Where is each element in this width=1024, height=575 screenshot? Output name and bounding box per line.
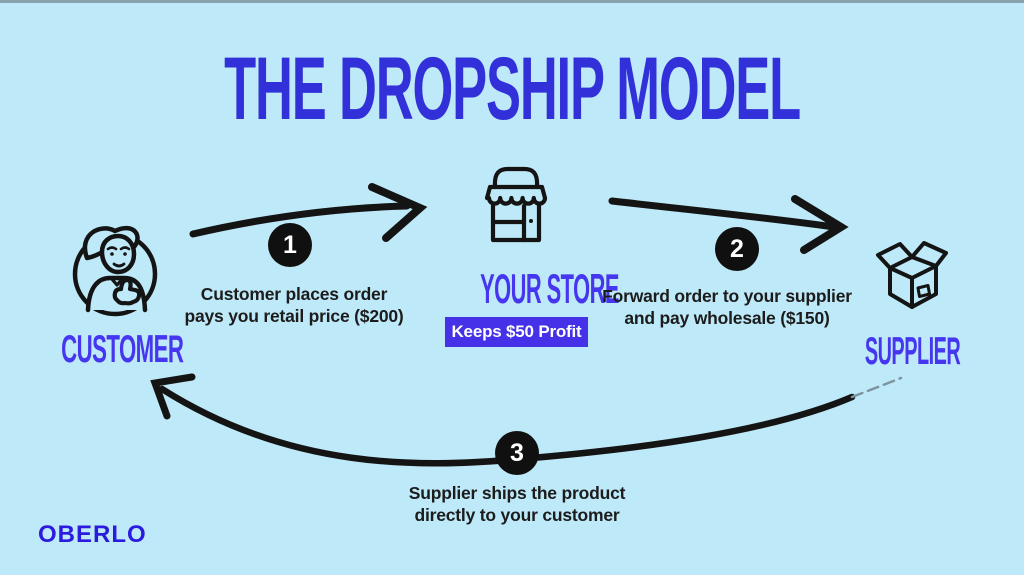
open-box-icon <box>876 241 948 309</box>
step-2-caption-line1: Forward order to your supplier <box>602 286 852 306</box>
profit-badge-text: Keeps $50 Profit <box>451 322 582 341</box>
storefront-icon <box>484 166 548 243</box>
arrow-1-head <box>368 183 428 242</box>
arrow-2-head <box>791 195 849 254</box>
return-arrow-sketch-tail <box>850 376 903 399</box>
customer-label: CUSTOMER <box>15 330 215 369</box>
step-2-caption: Forward order to your supplier and pay w… <box>592 285 862 329</box>
step-3-number: 3 <box>510 438 524 467</box>
arrow-2-shaft <box>608 197 838 231</box>
page-title: THE DROPSHIP MODEL <box>0 44 1024 133</box>
customer-label-text: CUSTOMER <box>61 328 184 371</box>
supplier-label: SUPPLIER <box>813 332 1013 371</box>
step-3-caption: Supplier ships the product directly to y… <box>387 482 647 526</box>
arrow-1-shaft <box>189 202 411 238</box>
step-2-number: 2 <box>730 234 744 263</box>
step-1-caption-line1: Customer places order <box>200 284 388 304</box>
step-1-number-badge: 1 <box>268 223 312 267</box>
return-arrow-head <box>150 373 196 420</box>
your-store-label: YOUR STORE <box>416 265 619 312</box>
step-1-caption-line2: pays you retail price ($200) <box>184 306 404 326</box>
your-store-label-text: YOUR STORE <box>480 265 619 312</box>
profit-badge: Keeps $50 Profit <box>445 317 588 347</box>
top-border-strip <box>0 0 1024 3</box>
customer-thumbs-up-icon <box>72 225 158 317</box>
step-2-number-badge: 2 <box>715 227 759 271</box>
step-1-number: 1 <box>283 230 297 259</box>
step-3-caption-line2: directly to your customer <box>414 505 620 525</box>
oberlo-logo: OBERLO <box>38 521 147 548</box>
step-3-caption-line1: Supplier ships the product <box>408 483 626 503</box>
step-1-caption: Customer places order pays you retail pr… <box>164 283 424 327</box>
supplier-label-text: SUPPLIER <box>865 330 961 373</box>
step-3-number-badge: 3 <box>495 431 539 475</box>
page-title-text: THE DROPSHIP MODEL <box>224 38 801 138</box>
step-2-caption-line2: and pay wholesale ($150) <box>624 308 830 328</box>
